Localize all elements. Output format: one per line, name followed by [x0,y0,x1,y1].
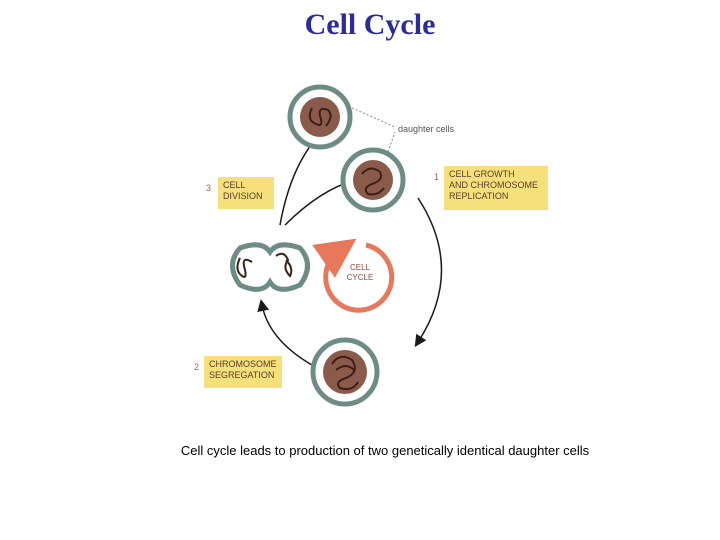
arrow-division-to-top [279,135,319,226]
arrow-growth-to-segregation [414,197,443,348]
stage-2-number: 2 [194,362,200,372]
stage-1-line1: CELL GROWTH [449,169,515,179]
daughter-cells-label: daughter cells [398,124,455,134]
stage-3-line2: DIVISION [223,191,263,201]
page-title: Cell Cycle [304,8,436,41]
daughter-cell-right [340,147,406,213]
stage-2-label: CHROMOSOME SEGREGATION [204,356,282,388]
caption: Cell cycle leads to production of two ge… [180,443,590,458]
cell-cycle-graphic [230,84,443,407]
segregation-cell [310,337,380,407]
center-label: CELL CYCLE [340,263,380,283]
stage-3-line1: CELL [223,180,246,190]
center-label-line2: CYCLE [346,273,374,282]
center-label-line1: CELL [349,263,370,272]
pointer-line-right [387,131,396,153]
stage-1-number: 1 [434,172,440,182]
dividing-cell [230,242,310,292]
daughter-cell-top [287,84,353,150]
stage-1-line3: REPLICATION [449,191,509,201]
cell-cycle-diagram: CELL CYCLE daughter cells 1 CELL GROWTH … [190,80,560,420]
stage-1-line2: AND CHROMOSOME [449,180,539,190]
stage-3-number: 3 [206,183,212,193]
stage-1-label: CELL GROWTH AND CHROMOSOME REPLICATION [444,166,548,210]
stage-3-label: CELL DIVISION [218,177,274,209]
center-cycle-arrow [312,238,395,313]
pointer-line-top [351,107,396,128]
stage-2-line1: CHROMOSOME [209,359,277,369]
stage-2-line2: SEGREGATION [209,370,275,380]
